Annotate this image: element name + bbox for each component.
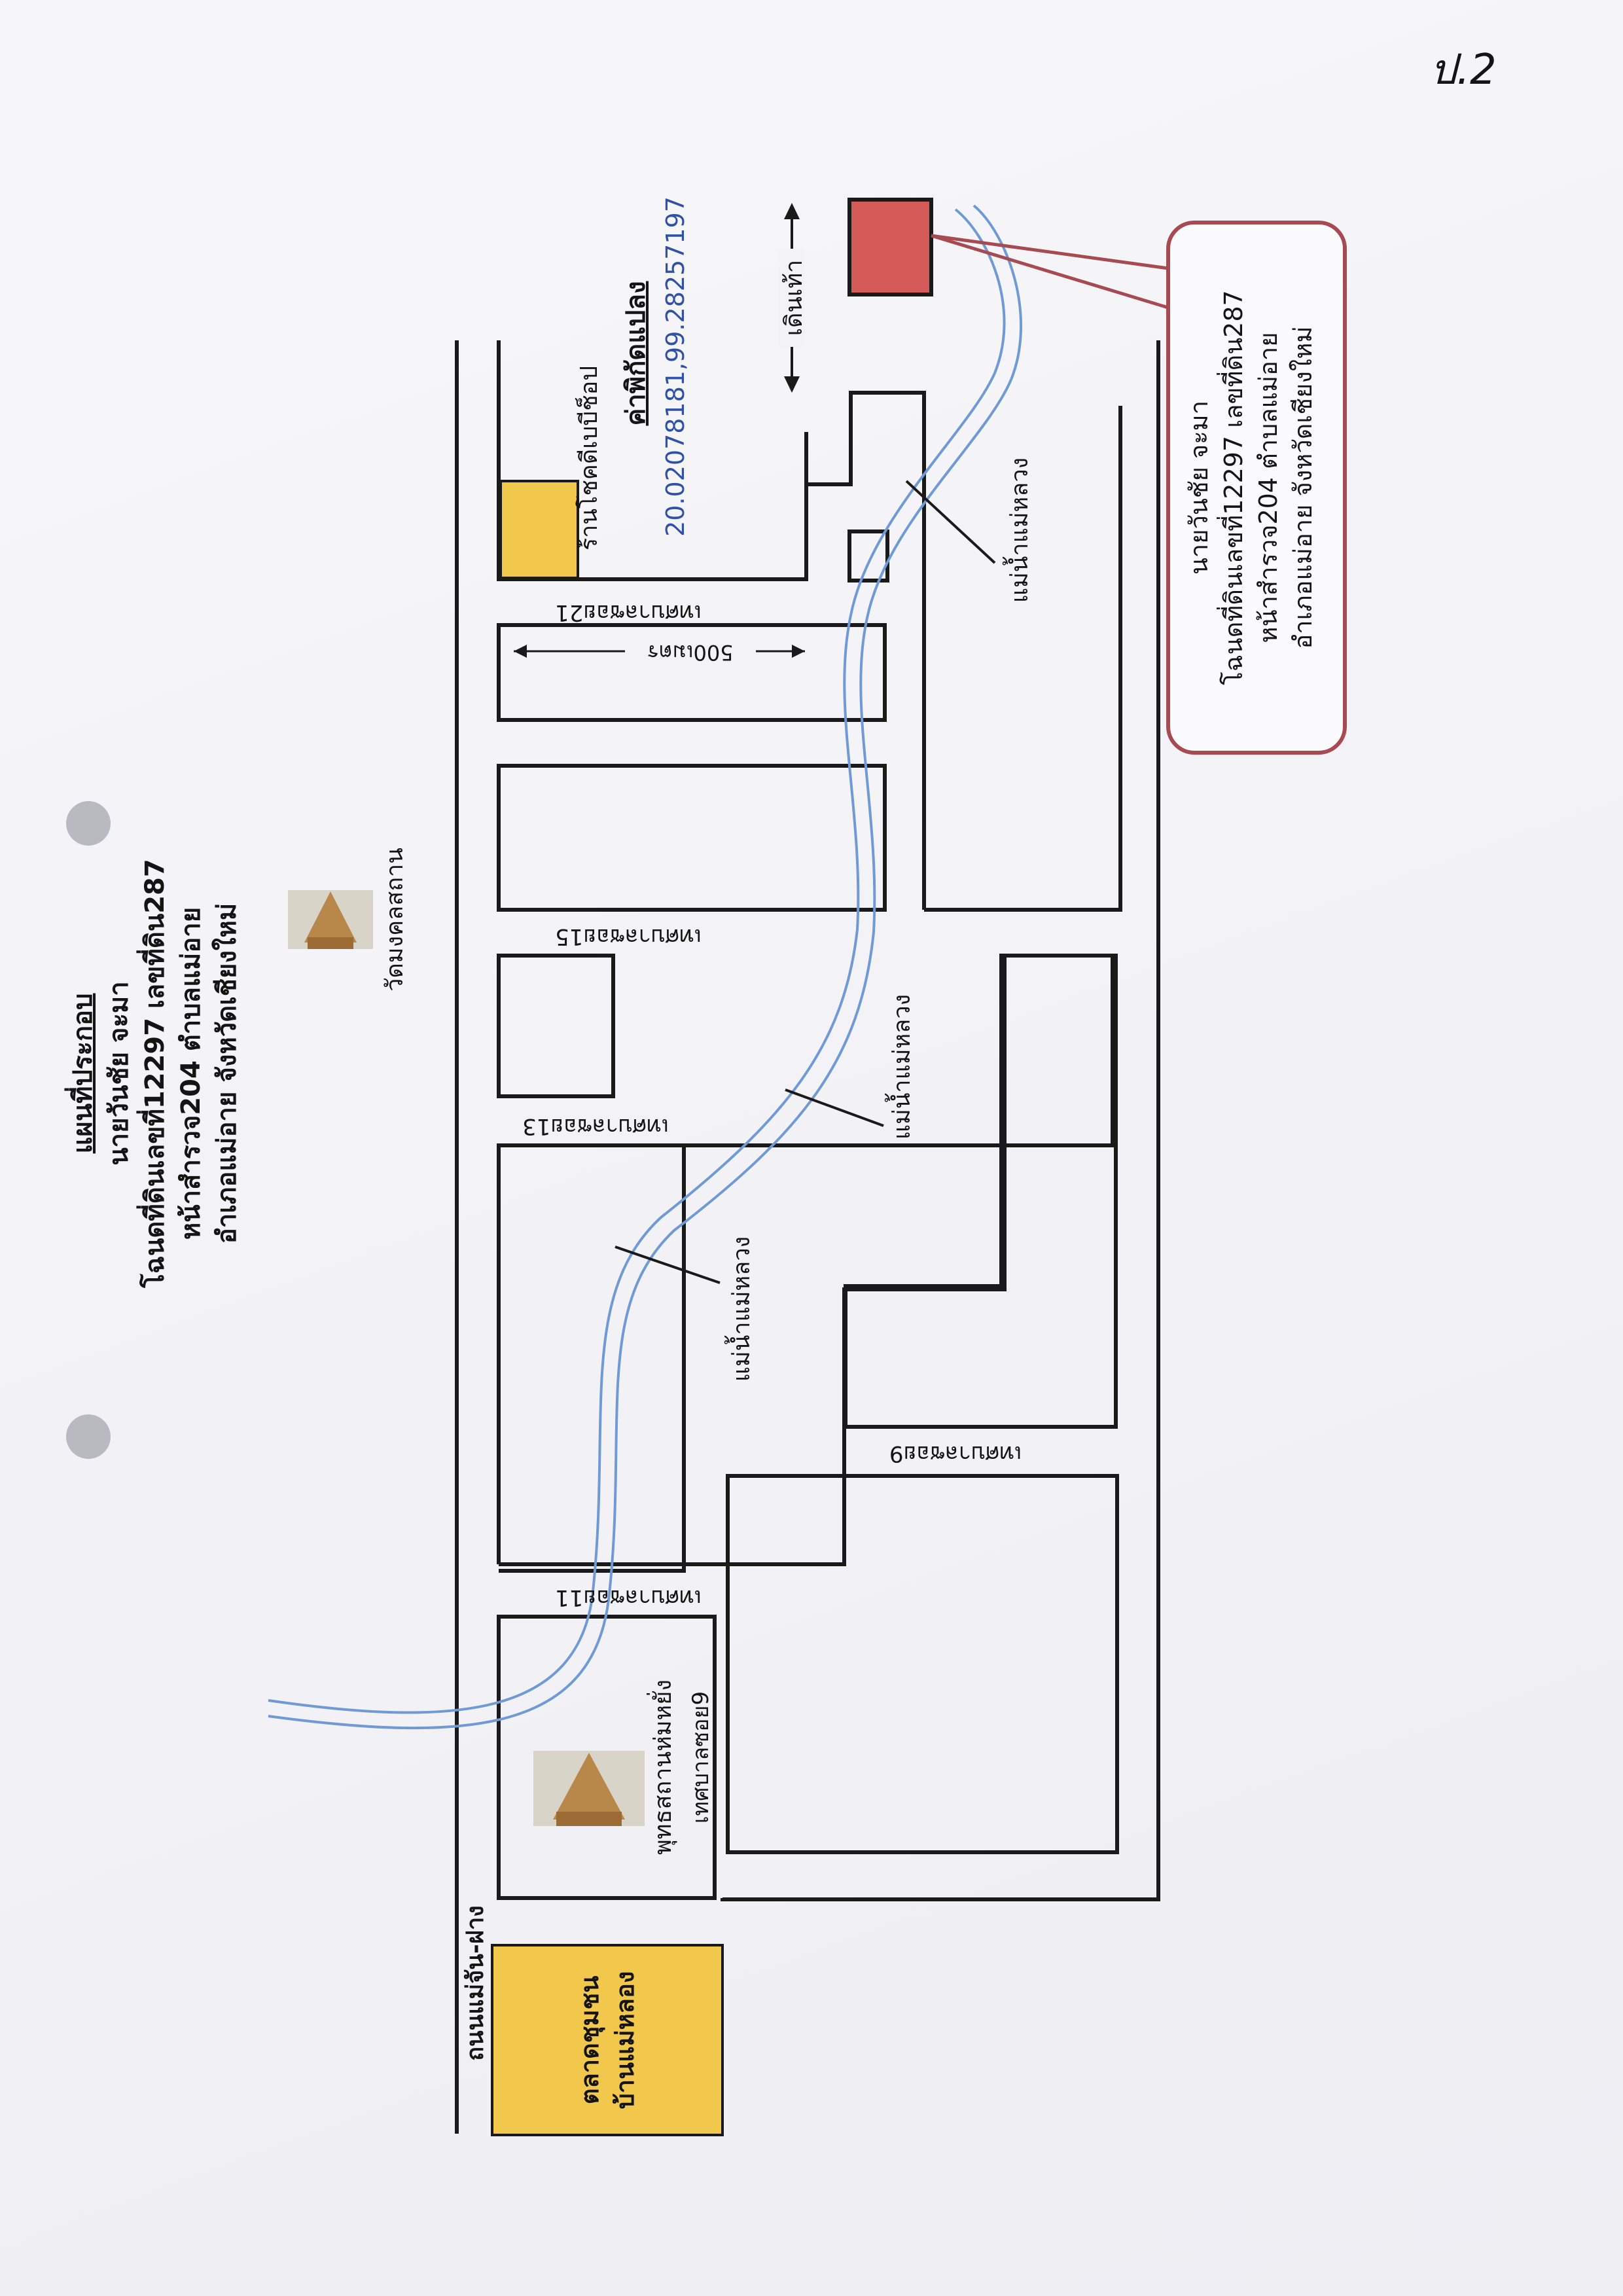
distance-arrow-left [514,645,527,658]
callout-box [1166,221,1347,755]
market-name-1: ตลาดชุมชน [575,1976,605,2105]
block-soi13 [497,954,615,1098]
block-soi15 [497,764,887,912]
distance-label: 500เมตร [647,640,733,665]
coords-value: 20.02078181,99.28257197 [661,196,690,537]
river-label-1: แม่น้ำแม่หลวง [724,1236,755,1382]
callout-district: อำเภอแม่อาย จังหวัดเชียงใหม่ [1289,326,1317,649]
callout-deed: โฉนดที่ดินเลขที่12297 เลขที่ดิน287 [1217,290,1248,685]
block-walk [804,391,926,910]
walk-arrow [784,376,800,393]
river-label-3: แม่น้ำแม่หลวง [1002,457,1033,603]
temple-top-label: วัดมงคลสถาน [382,848,408,992]
soi13-label: เทศบาลซอย13 [522,1113,669,1139]
temple-icon [533,1751,645,1826]
river-arrow-3 [905,480,996,564]
soi9-label: เทศบาลซอย9 [889,1441,1022,1467]
block-soi11 [499,954,1115,1573]
main-road-label: ถนนแม่จัน-ฝาง [462,1905,489,2060]
block-soi21 [497,340,808,581]
binder-hole [66,1414,111,1459]
callout-owner: นายวันชัย จะมา [1185,401,1213,575]
soi9-side-label: เทศบาลซอย9 [688,1691,714,1823]
shop-block [499,480,579,579]
distance-arrow-right [792,645,805,658]
title-district: อำเภอแม่อาย จังหวัดเชียงใหม่ [211,903,242,1244]
river-arrow-2 [785,1088,884,1127]
block-soi11-left [497,1143,684,1564]
map-heading: แผนที่ประกอบ [64,994,98,1154]
river-label-2: แม่น้ำแม่หลวง [884,994,916,1139]
block-500m [497,623,887,722]
title-survey: หน้าสำรวจ204 ตำบลแม่อาย [176,907,206,1240]
temple-bottom-label: พุทธสถานห่มหยั่ง [647,1679,677,1855]
callout-pointer-2 [931,234,1169,270]
soi21-label: เทศบาลซอย21 [555,600,702,626]
block-soi9 [726,1474,1119,1854]
title-owner: นายวันชัย จะมา [104,981,134,1165]
soi15-label: เทศบาลซอย15 [555,924,702,950]
block-middle [844,954,1037,1427]
binder-hole [66,801,111,846]
walk-arrow-top [784,203,800,219]
small-square [847,529,889,583]
temple-icon [288,890,373,949]
callout-text: นายวันชัย จะมา โฉนดที่ดินเลขที่12297 เลข… [1185,290,1317,685]
market-name-2: บ้านแม่หลอง [611,1971,639,2109]
soi11-label: เทศบาลซอย11 [555,1585,702,1611]
parcel-marker [847,198,933,296]
shop-label: ร้านโชคดีเบบีช็อป [574,366,603,550]
callout-survey: หน้าสำรวจ204 ตำบลแม่อาย [1254,332,1283,643]
river-line [268,208,1006,1714]
coords-heading: ค่าพิกัดแปลง [621,281,651,426]
title-deed: โฉนดที่ดินเลขที่12297 เลขที่ดิน287 [136,859,170,1288]
river-arrow-1 [615,1246,721,1284]
market-block [491,1944,724,2136]
block-soi9-north [846,954,1118,1429]
block-east [924,406,1122,912]
title-block: แผนที่ประกอบ นายวันชัย จะมา โฉนดที่ดินเล… [64,859,242,1288]
walk-label: เดินเท้า [781,260,808,336]
callout-pointer [931,234,1169,310]
river-line-2 [268,204,1022,1730]
east-road-outline [721,340,1160,1901]
page-marker: ป.2 [1430,46,1497,94]
